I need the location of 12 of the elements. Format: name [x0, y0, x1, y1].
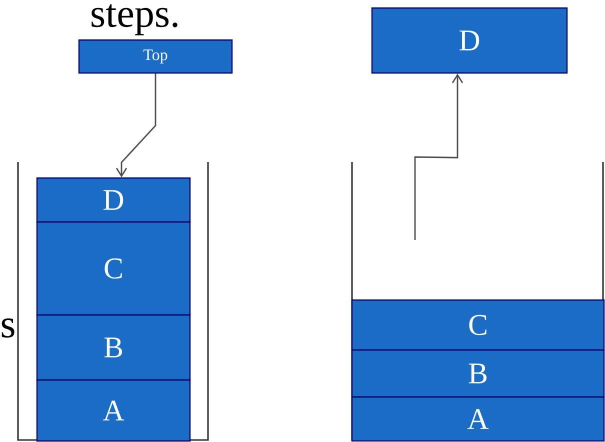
stack-block: A [36, 379, 191, 442]
stack-block: A [351, 396, 605, 442]
stack-block: C [351, 299, 605, 351]
arrow [414, 74, 464, 240]
arrow [116, 74, 156, 178]
label-box: D [371, 7, 568, 74]
stack-block: B [351, 349, 605, 398]
text-label: s [2, 318, 14, 338]
stack-block: D [36, 177, 191, 223]
stack-block: B [36, 314, 191, 381]
text-label: steps. [92, 4, 178, 36]
label-box: Top [78, 39, 233, 74]
